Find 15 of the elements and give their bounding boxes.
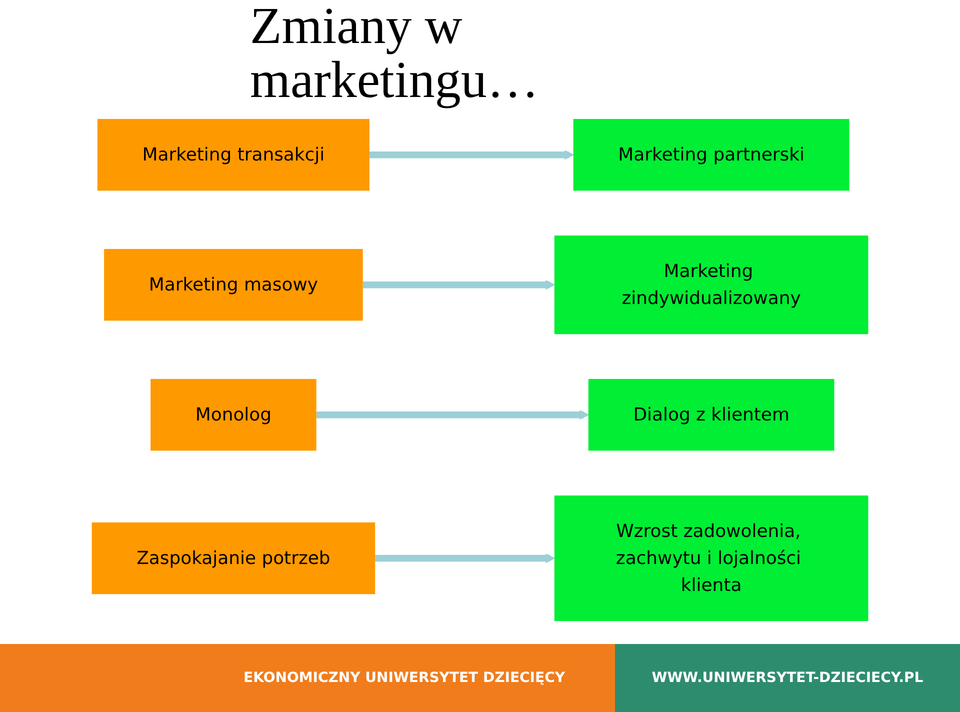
node-box: Monolog: [150, 378, 316, 451]
node-box: Zaspokajanie potrzeb: [92, 522, 376, 594]
arrow: [369, 150, 574, 160]
footer-text: EKONOMICZNY UNIWERSYTET DZIECIĘCY: [0, 644, 615, 712]
arrow: [375, 553, 555, 564]
node-box: Marketing partnerski: [573, 118, 850, 191]
footer-web-address: WWW.UNIWERSYTET-DZIECIECY.PL: [615, 644, 960, 712]
node-box: Marketing transakcji: [97, 118, 370, 191]
node-box: Wzrost zadowolenia, zachwytu i lojalności klienta: [554, 496, 868, 622]
node-box: Marketing zindywidualizowany: [554, 236, 868, 334]
node-box: Marketing masowy: [104, 248, 363, 321]
arrow: [362, 280, 555, 290]
node-box: Dialog z klientem: [588, 378, 834, 451]
arrow: [316, 410, 589, 420]
title: Zmiany w marketingu…: [250, 0, 540, 108]
